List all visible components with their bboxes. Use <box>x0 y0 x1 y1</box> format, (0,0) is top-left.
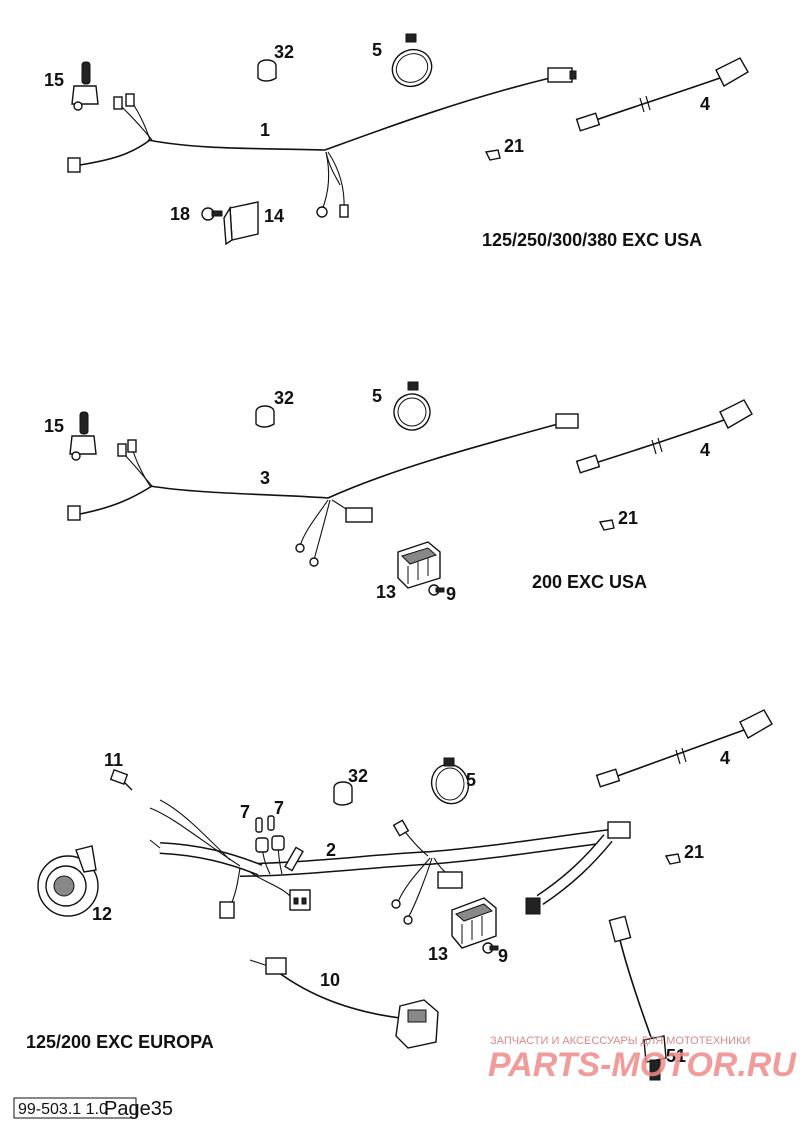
callout-3: 3 <box>260 468 270 488</box>
switch-10[interactable] <box>249 957 439 1049</box>
watermark-brand: PARTS-MOTOR.RU <box>488 1046 797 1084</box>
clip-21[interactable] <box>598 519 615 531</box>
section-heading: 125/200 EXC EUROPA <box>26 1032 214 1052</box>
regulator-13[interactable] <box>451 897 497 949</box>
wiring-harness-2[interactable] <box>149 799 631 925</box>
screw-18[interactable] <box>201 207 223 221</box>
callouts-section-1: 15 32 5 1 4 21 18 14 <box>44 40 710 226</box>
footer: 99-503.1 1.0 Page35 <box>13 1097 173 1120</box>
callout-5: 5 <box>372 386 382 406</box>
section-2 <box>67 381 753 596</box>
callout-12: 12 <box>92 904 112 924</box>
clip-32[interactable] <box>255 405 275 428</box>
section-heading: 125/250/300/380 EXC USA <box>482 230 702 250</box>
callout-1: 1 <box>260 120 270 140</box>
section-heading: 200 EXC USA <box>532 572 647 592</box>
callout-13: 13 <box>376 582 396 602</box>
callout-11: 11 <box>104 750 123 770</box>
callout-32: 32 <box>274 42 294 62</box>
cable-tie-5[interactable] <box>388 381 436 436</box>
cable-4[interactable] <box>575 399 753 474</box>
callout-21: 21 <box>504 136 524 156</box>
callout-5: 5 <box>372 40 382 60</box>
document-id: 99-503.1 1.0 <box>18 1101 108 1118</box>
clip-21[interactable] <box>664 853 681 865</box>
horn-12[interactable] <box>37 845 99 917</box>
callout-10: 10 <box>320 970 340 990</box>
screw-9[interactable] <box>482 942 499 954</box>
callout-9: 9 <box>446 584 456 604</box>
bulb-11[interactable] <box>109 769 133 791</box>
callout-2: 2 <box>326 840 336 860</box>
watermark: ЗАПЧАСТИ И АКСЕССУАРЫ ДЛЯ МОТОТЕХНИКИ PA… <box>488 1035 797 1084</box>
watermark-tagline: ЗАПЧАСТИ И АКСЕССУАРЫ ДЛЯ МОТОТЕХНИКИ <box>490 1035 750 1047</box>
callout-32: 32 <box>348 766 368 786</box>
callout-14: 14 <box>264 206 284 226</box>
section-1 <box>67 33 749 246</box>
cable-4[interactable] <box>575 57 749 132</box>
callout-4: 4 <box>720 748 730 768</box>
callout-32: 32 <box>274 388 294 408</box>
relay-14[interactable] <box>223 201 259 246</box>
clip-32[interactable] <box>333 781 353 806</box>
callout-4: 4 <box>700 440 710 460</box>
callouts-section-2: 15 32 5 3 4 21 13 9 <box>44 386 710 604</box>
screw-9[interactable] <box>428 584 445 596</box>
switch-15[interactable] <box>69 411 97 461</box>
callout-7: 7 <box>240 802 250 822</box>
regulator-13[interactable] <box>397 541 441 589</box>
page-label: Page35 <box>104 1098 173 1120</box>
callout-51: 51 <box>666 1046 686 1066</box>
wiring-harness-3[interactable] <box>67 413 579 567</box>
sensor-51[interactable] <box>608 915 667 1081</box>
clip-21[interactable] <box>484 149 501 161</box>
cable-tie-5[interactable] <box>386 33 437 93</box>
callout-15: 15 <box>44 70 64 90</box>
callout-9: 9 <box>498 946 508 966</box>
callout-5: 5 <box>466 770 476 790</box>
callout-21: 21 <box>684 842 704 862</box>
callouts-section-3: 11 7 7 32 5 4 2 21 12 13 9 10 51 <box>92 748 730 1066</box>
callout-21: 21 <box>618 508 638 528</box>
cable-tie-5[interactable] <box>425 757 475 810</box>
callout-13: 13 <box>428 944 448 964</box>
clip-32[interactable] <box>257 59 277 82</box>
switch-15[interactable] <box>71 61 99 111</box>
bulb-7[interactable] <box>255 815 275 833</box>
callout-4: 4 <box>700 94 710 114</box>
callout-7: 7 <box>274 798 284 818</box>
cable-4[interactable] <box>595 709 773 788</box>
callout-15: 15 <box>44 416 64 436</box>
wiring-harness-1[interactable] <box>67 67 577 218</box>
section-3 <box>37 709 773 1081</box>
callout-18: 18 <box>170 204 190 224</box>
